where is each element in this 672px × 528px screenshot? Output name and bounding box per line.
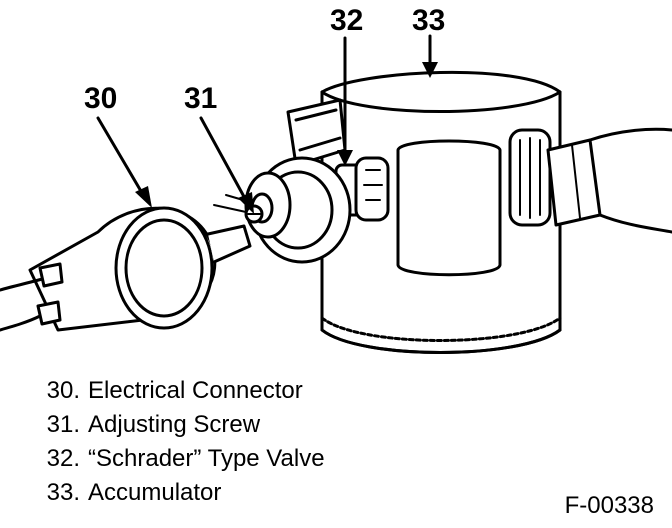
leader-lines [96,34,432,206]
leader-arrowheads [135,62,438,214]
electrical-connector [0,206,252,332]
legend-item: 33. Accumulator [28,476,448,510]
legend-number: 33. [46,479,80,506]
callout-30: 30 [84,82,118,115]
leader-30 [96,116,147,200]
figure-id: F-00338 [564,492,654,519]
accumulator-diagram [0,34,672,354]
legend: 30. Electrical Connector 31. Adjusting S… [28,374,448,510]
legend-number: 31. [46,411,80,438]
leader-31 [199,116,250,206]
callout-33: 33 [412,4,446,37]
legend-number: 32. [46,445,80,472]
legend-item: 31. Adjusting Screw [28,408,448,442]
legend-item: 32. “Schrader” Type Valve [28,442,448,476]
legend-label: Electrical Connector [88,377,303,404]
accumulator-body [320,70,562,354]
legend-label: “Schrader” Type Valve [88,445,325,472]
callout-31: 31 [184,82,218,115]
accumulator-outlet-fitting [508,127,672,234]
legend-number: 30. [46,377,80,404]
legend-label: Accumulator [88,479,222,506]
legend-label: Adjusting Screw [88,411,261,438]
callout-32: 32 [330,4,364,37]
legend-item: 30. Electrical Connector [28,374,448,408]
